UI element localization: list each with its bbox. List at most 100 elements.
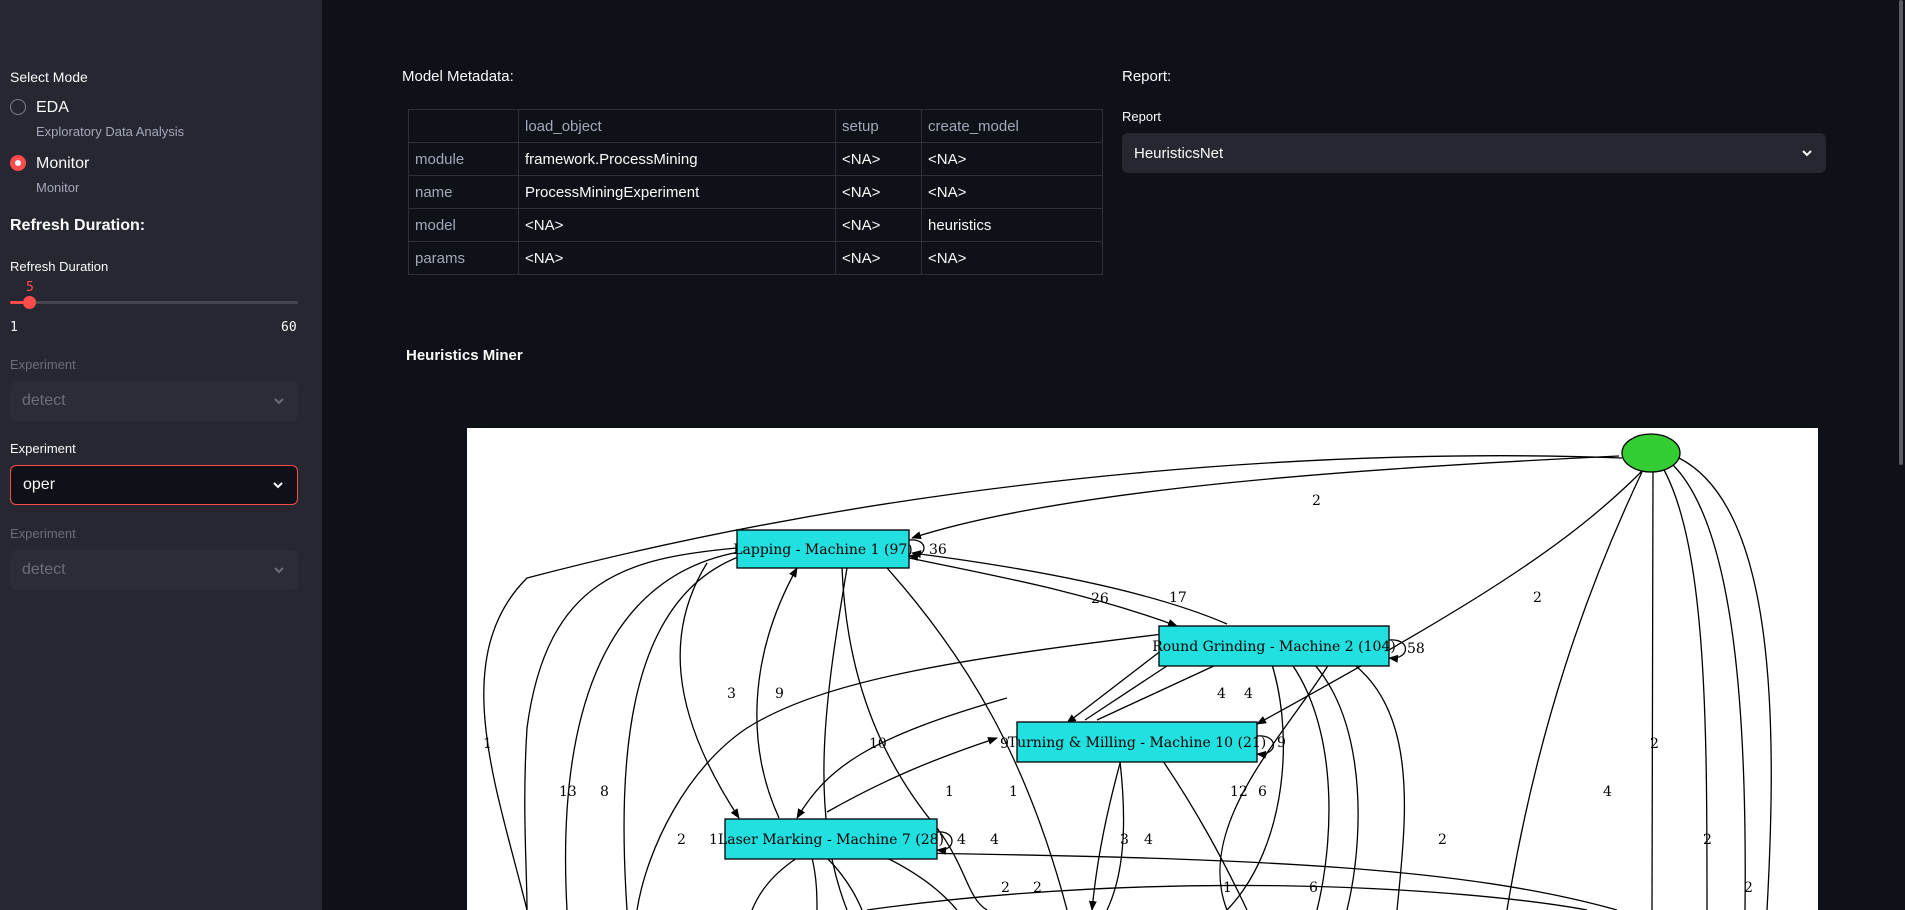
refresh-slider-fill [10,301,30,304]
graph-edge [1106,737,1125,910]
graph-edge [886,857,958,910]
edge-label: 10 [869,736,887,752]
graph-edge [623,555,742,910]
node-turning-milling-box [1016,721,1258,763]
graph-edge [826,737,998,813]
graph-edge [906,849,1618,910]
edge-label: 4 [957,832,966,848]
experiment-select-1: detect [10,381,298,421]
graph-edge [1066,649,1163,724]
edge-label: 3 [1120,832,1129,848]
graph-edge [908,557,1178,627]
mode-option-title: Monitor [36,155,90,172]
radio-icon[interactable] [10,99,26,115]
chevron-down-icon[interactable] [271,478,285,492]
self-loops [908,539,1406,855]
report-select-value: HeuristicsNet [1134,144,1224,162]
table-cell: <NA> [518,241,836,275]
edge-label: 6 [1258,784,1267,800]
table-cell: name [408,175,519,209]
table-cell: <NA> [835,175,922,209]
chevron-down-icon [274,567,284,574]
experiment-select-2[interactable]: oper [10,465,298,505]
graph-edge [1651,469,1654,910]
graph-edge [1286,641,1359,910]
heuristics-net-graph: Lapping - Machine 1 (97) Round Grinding … [467,428,1818,910]
graph-edge [756,567,798,819]
edge-label: 4 [1144,832,1153,848]
metadata-title: Model Metadata: [402,68,514,85]
table-header: load_object [518,109,836,143]
chevron-down-icon[interactable] [1800,146,1814,160]
edge-label: 17 [1169,590,1187,606]
mode-option-subtitle: Exploratory Data Analysis [36,124,185,139]
process-graph-svg: Lapping - Machine 1 (97) Round Grinding … [483,433,1772,910]
edge-label: 9 [1000,736,1009,752]
table-cell: <NA> [835,142,922,176]
edge-label: 26 [1091,591,1109,607]
graph-edge [636,631,1180,910]
mode-option-monitor[interactable]: Monitor Monitor [10,154,89,195]
node-round-grinding-label: Round Grinding - Machine 2 (104) [1152,639,1396,655]
graph-edge [823,567,848,910]
graph-edge [1678,457,1772,910]
mode-option-eda[interactable]: EDA Exploratory Data Analysis [10,98,184,139]
refresh-slider-thumb[interactable] [23,296,36,309]
metadata-table: load_object setup create_model module fr… [408,109,1103,275]
edge-label: 6 [1309,880,1318,896]
select-value: detect [22,392,66,409]
page-scrollbar[interactable] [1899,0,1903,465]
table-cell: <NA> [518,208,836,242]
graph-edge [1088,737,1128,910]
table-cell: ProcessMiningExperiment [518,175,836,209]
node-laser-marking-label: Laser Marking - Machine 7 (28) [718,832,944,848]
edge-label: 3 [727,686,736,702]
experiment-label: Experiment [10,357,76,372]
table-cell: model [408,208,519,242]
edge-label: 2 [1312,493,1321,509]
edge-label: 2 [1533,590,1542,606]
table-row: model <NA> <NA> heuristics [408,208,1103,242]
report-select[interactable]: HeuristicsNet [1122,133,1826,173]
slider-max: 60 [281,320,297,335]
mode-option-title: EDA [36,99,69,116]
edge-label: 58 [1407,641,1425,657]
mode-label: Select Mode [10,69,88,85]
refresh-slider-track[interactable] [10,301,298,304]
edge-labels: 2 36 26 17 2 58 3 9 4 4 9 1 10 9 1 1 2 1… [483,493,1753,896]
graph-edge [811,857,818,910]
edge-label: 2 [1703,832,1712,848]
edge-label: 2 [677,832,686,848]
edge-label: 1 [709,832,718,848]
node-round-grinding-box [1158,625,1390,667]
graph-edge [483,455,1623,910]
edge-label: 36 [929,542,947,558]
sidebar: Select Mode EDA Exploratory Data Analysi… [0,0,322,910]
edge-label: 2 [1033,880,1042,896]
slider-value: 5 [26,280,34,295]
chevron-down-icon [274,398,284,405]
graph-edge [908,539,925,561]
graph-edge [1506,471,1643,910]
table-row: name ProcessMiningExperiment <NA> <NA> [408,175,1103,209]
table-row: params <NA> <NA> <NA> [408,241,1103,275]
radio-selected-icon[interactable] [10,155,26,171]
table-cell: params [408,241,519,275]
refresh-label: Refresh Duration [10,259,109,274]
edge-label: 1 [1009,784,1018,800]
edge-label: 2 [1744,880,1753,896]
mode-option-subtitle: Monitor [36,180,80,195]
edge-label: 4 [1603,784,1612,800]
edge-label: 12 [1230,784,1248,800]
edge-label: 2 [1650,736,1659,752]
refresh-heading: Refresh Duration: [10,217,146,234]
edge-label: 9 [775,686,784,702]
experiment-label: Experiment [10,526,76,541]
graph-edge [524,547,738,910]
graph-edge [826,857,863,910]
graph-edge [1662,467,1708,910]
graph-edge [751,857,798,910]
graph-edge [1276,645,1330,910]
table-cell: <NA> [921,241,1103,275]
graph-edge [1671,463,1746,910]
